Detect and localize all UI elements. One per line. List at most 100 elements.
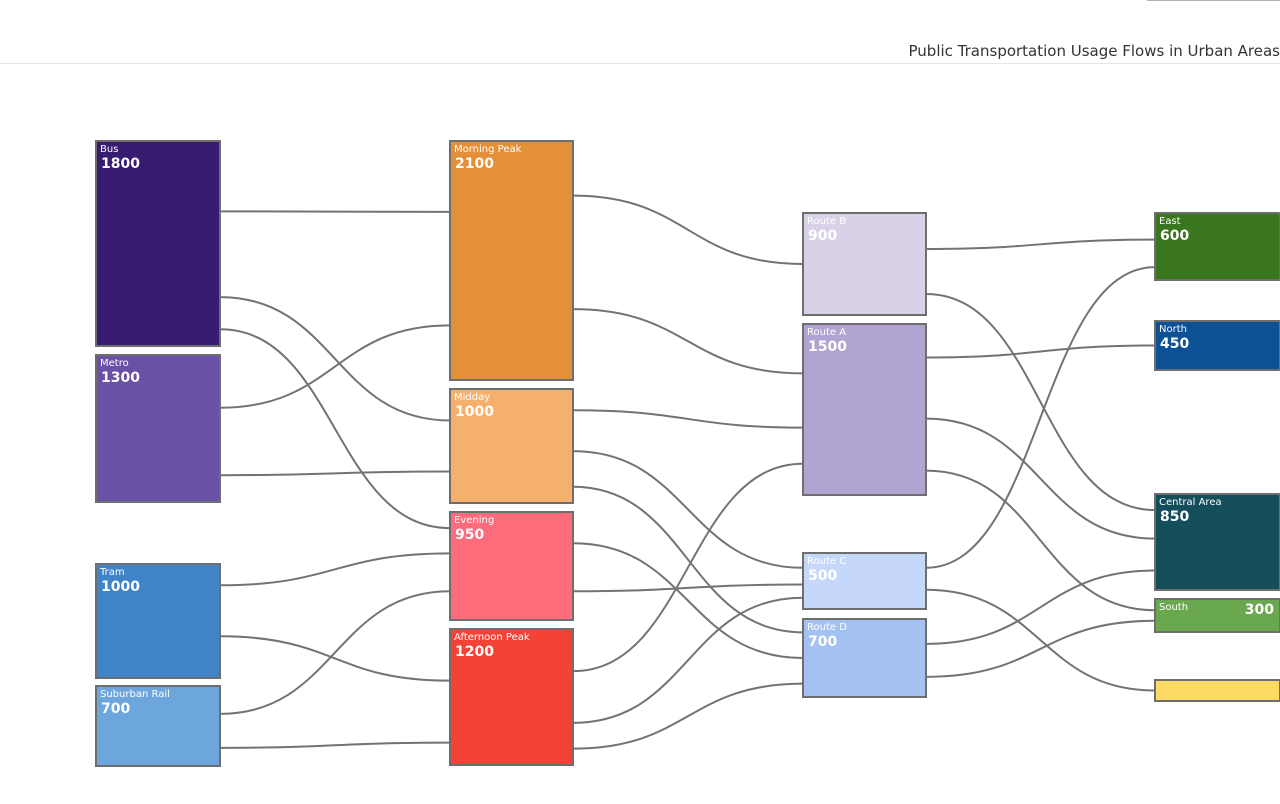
node-rect <box>95 140 221 347</box>
node-rect <box>1154 598 1280 633</box>
node-rect <box>802 618 927 698</box>
node-label: Midday <box>454 392 490 403</box>
link-bus-to-midday <box>219 296 451 422</box>
node-value: 1200 <box>455 644 494 660</box>
node-rect <box>95 685 221 767</box>
node-value: 1500 <box>808 339 847 355</box>
node-value: 1800 <box>101 156 140 172</box>
node-label: Tram <box>99 567 125 578</box>
node-label: Afternoon Peak <box>454 632 530 643</box>
node-label: Bus <box>100 144 118 155</box>
title-divider <box>0 63 1280 64</box>
link-route-a-to-central-area <box>925 417 1156 540</box>
link-morning-peak-to-route-a <box>572 308 804 375</box>
node-value: 700 <box>101 701 130 717</box>
link-route-a-to-north <box>925 344 1156 359</box>
link-afternoon-peak-to-route-d <box>572 682 804 750</box>
node-label: East <box>1159 216 1181 227</box>
link-afternoon-peak-to-route-c <box>572 596 804 724</box>
node-south: South 300 <box>1154 598 1280 633</box>
node-label: Suburban Rail <box>100 689 170 700</box>
node-rect <box>1154 212 1280 281</box>
node-label: Central Area <box>1159 497 1222 508</box>
link-evening-to-route-d <box>572 542 804 659</box>
node-value: 950 <box>455 527 484 543</box>
node-label: Route B <box>807 216 846 227</box>
link-midday-to-route-c <box>572 450 804 569</box>
node-rect <box>802 212 927 316</box>
node-value: 900 <box>808 228 837 244</box>
node-label: Morning Peak <box>454 144 522 155</box>
node-rect <box>1154 320 1280 371</box>
node-rect <box>95 563 221 679</box>
node-value: 1300 <box>101 370 140 386</box>
node-value: 600 <box>1160 228 1189 244</box>
link-midday-to-route-d <box>572 485 804 634</box>
link-bus-to-evening <box>219 328 451 530</box>
node-value: 500 <box>808 568 837 584</box>
link-morning-peak-to-route-b <box>572 194 804 265</box>
link-route-c-to-unlabeled <box>925 588 1156 692</box>
link-route-b-to-east <box>925 238 1156 250</box>
node-value: 1000 <box>455 404 494 420</box>
link-bus-to-morning-peak <box>219 210 451 213</box>
node-unlabeled-16 <box>1154 679 1280 702</box>
node-rect <box>95 354 221 503</box>
link-afternoon-peak-to-route-a <box>572 462 804 673</box>
node-rect <box>449 511 574 621</box>
link-route-b-to-central-area <box>925 293 1156 512</box>
node-label: Route D <box>807 622 847 633</box>
node-rect <box>1154 679 1280 702</box>
node-value: 450 <box>1160 336 1189 352</box>
links-layer <box>219 194 1156 750</box>
link-tram-to-afternoon-peak <box>219 635 451 682</box>
link-route-a-to-south <box>925 469 1156 612</box>
node-label: South <box>1159 602 1188 613</box>
node-rect <box>802 323 927 496</box>
node-label: Evening <box>454 515 494 526</box>
node-label: Route A <box>807 327 846 338</box>
link-midday-to-route-a <box>572 409 804 429</box>
link-suburban-rail-to-afternoon-peak <box>219 741 451 749</box>
chart-title: Public Transportation Usage Flows in Urb… <box>908 42 1280 60</box>
node-label: Route C <box>807 556 846 567</box>
node-value: 1000 <box>101 579 140 595</box>
link-tram-to-evening <box>219 552 451 587</box>
link-suburban-rail-to-evening <box>219 590 451 715</box>
node-rect <box>449 388 574 504</box>
node-rect <box>1154 493 1280 591</box>
link-metro-to-midday <box>219 470 451 477</box>
node-rect <box>449 140 574 381</box>
link-metro-to-morning-peak <box>219 324 451 409</box>
link-route-d-to-south <box>925 619 1156 678</box>
node-label: Metro <box>100 358 129 369</box>
node-value: 300 <box>1245 602 1274 618</box>
link-evening-to-route-c <box>572 583 804 593</box>
node-rect <box>802 552 927 610</box>
node-value: 850 <box>1160 509 1189 525</box>
top-accent-line <box>1147 0 1280 1</box>
link-route-c-to-east <box>925 266 1156 569</box>
node-value: 2100 <box>455 156 494 172</box>
node-label: North <box>1159 324 1187 335</box>
node-value: 700 <box>808 634 837 650</box>
link-route-d-to-central-area <box>925 569 1156 645</box>
node-rect <box>449 628 574 766</box>
